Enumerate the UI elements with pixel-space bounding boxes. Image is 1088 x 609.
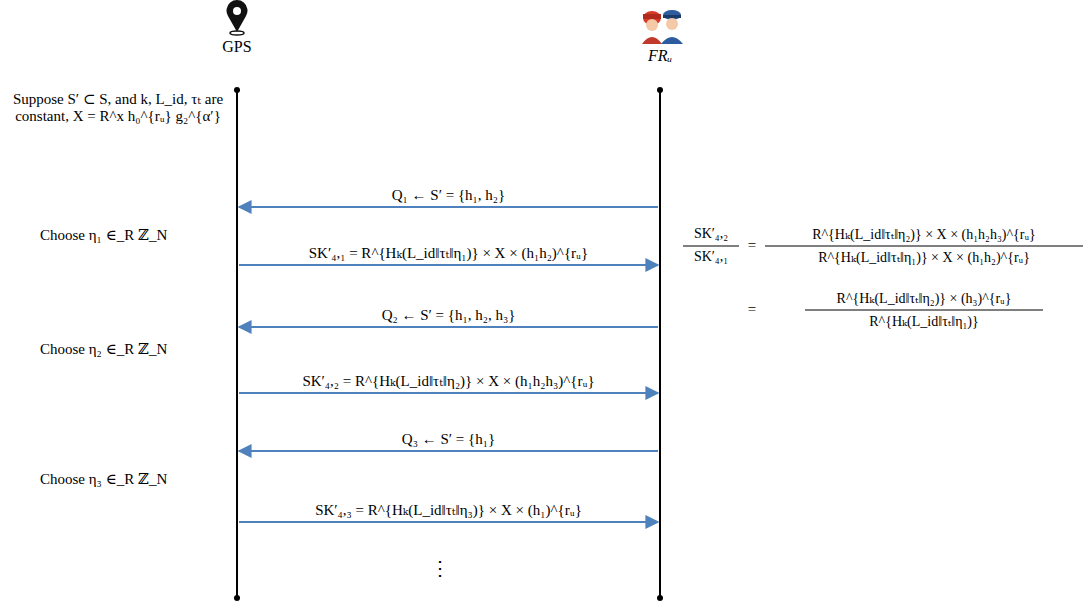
lifeline (659, 90, 661, 598)
math-note: R^{Hₖ(L_id‖τₜ‖η₂)} × X × (h₁h₂h₃)^{rᵤ} (765, 226, 1083, 243)
message-label: Q₂ ← S′ = {h₁, h₂, h₃} (380, 307, 518, 324)
fraction-bar (683, 246, 739, 247)
lifeline (236, 90, 238, 598)
message-label: Q₃ ← S′ = {h₁} (400, 431, 497, 448)
math-note: Suppose S′ ⊂ S, and k, L_id, τₜ are cons… (4, 90, 232, 125)
math-note: = (744, 237, 760, 254)
gps-pin-icon (227, 0, 248, 35)
message-label: Q₁ ← S′ = {h₁, h₂} (390, 187, 508, 204)
math-note: R^{Hₖ(L_id‖τₜ‖η₁)} (765, 313, 1083, 330)
math-note: SK′₄,₂ (683, 226, 739, 242)
lifeline-dot (657, 87, 663, 93)
message-arrow (239, 450, 658, 452)
message-arrow (239, 206, 658, 208)
participant-name: GPS (222, 38, 251, 56)
message-arrow (239, 392, 658, 394)
participant: FRᵤ (644, 46, 676, 66)
message-arrow (239, 264, 658, 266)
lifeline-dot (234, 87, 240, 93)
message-arrow (239, 521, 658, 523)
participant: GPS (218, 37, 255, 57)
math-note: Choose η₂ ∈_R ℤ_N (40, 340, 167, 358)
math-note: R^{Hₖ(L_id‖τₜ‖η₂)} × (h₃)^{rᵤ} (765, 290, 1083, 307)
math-note: ⋮ (430, 556, 446, 580)
message-label: SK′₄,₃ = R^{Hₖ(L_id‖τₜ‖η₃)} × X × (h₁)^{… (313, 501, 584, 519)
math-note: = (744, 301, 760, 318)
fraction-bar (765, 246, 1083, 247)
lifeline-dot (234, 595, 240, 601)
math-note: Choose η₃ ∈_R ℤ_N (40, 470, 167, 488)
first-responder-icon (642, 10, 683, 44)
math-note: R^{Hₖ(L_id‖τₜ‖η₁)} × X × (h₁h₂)^{rᵤ} (765, 249, 1083, 266)
math-note: Choose η₁ ∈_R ℤ_N (40, 226, 167, 244)
math-note: SK′₄,₁ (683, 249, 739, 265)
participant-name: FRᵤ (648, 47, 672, 65)
fraction-bar (805, 310, 1043, 311)
message-label: SK′₄,₂ = R^{Hₖ(L_id‖τₜ‖η₂)} × X × (h₁h₂h… (300, 372, 596, 390)
message-arrow (239, 326, 658, 328)
lifeline-dot (657, 595, 663, 601)
message-label: SK′₄,₁ = R^{Hₖ(L_id‖τₜ‖η₁)} × X × (h₁h₂)… (307, 244, 590, 262)
